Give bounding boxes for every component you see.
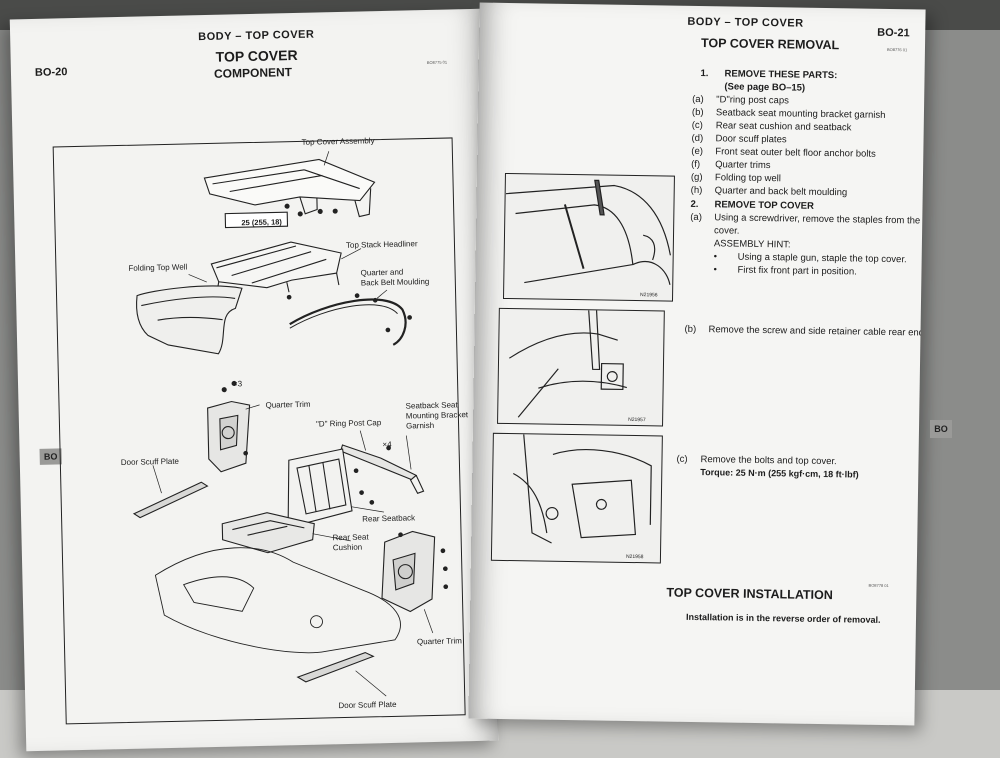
assembly-hint: ASSEMBLY HINT:: [713, 238, 791, 251]
step-2b: (b)Remove the screw and side retainer ca…: [684, 323, 926, 339]
screw-removal-illustration: [509, 310, 627, 418]
step-1c: (c)Rear seat cushion and seatback: [691, 119, 852, 134]
photo-bolt-removal: N21958: [490, 432, 663, 564]
step-2: 2.REMOVE TOP COVER: [690, 198, 814, 212]
quarter-moulding-drawing: [289, 293, 412, 346]
photo-code-3: N21958: [625, 553, 644, 561]
component-figure-frame: 25 (255, 18) Top Cover Assembly Folding …: [52, 136, 469, 725]
photo-code-1: N21956: [640, 292, 658, 299]
removal-title: TOP COVER REMOVAL: [700, 36, 840, 53]
step-2c: (c)Remove the bolts and top cover.: [676, 453, 837, 468]
torque-label: 25 (255, 18): [241, 217, 282, 228]
left-page-header: BODY – TOP COVER: [198, 28, 315, 44]
label-d-ring-post-cap: "D" Ring Post Cap: [315, 418, 382, 429]
top-cover-assembly-drawing: [203, 158, 376, 218]
staple-removal-illustration: [505, 179, 671, 285]
step-1h: (h)Quarter and back belt moulding: [690, 184, 848, 199]
door-scuff-plate-upper-drawing: [132, 481, 209, 519]
left-page-number: BO-20: [34, 66, 68, 79]
small-code: BO8778 01: [868, 582, 889, 589]
step-1a: (a)"D"ring post caps: [692, 93, 789, 107]
side-tab-left: BO: [39, 448, 62, 465]
photo-code-2: N21957: [628, 416, 646, 424]
car-body-sketch: [154, 547, 401, 654]
label-folding-top-well: Folding Top Well: [128, 262, 188, 273]
label-quarter-moulding: Quarter and Back Belt Moulding: [360, 267, 430, 288]
step-2a-cont: cover.: [714, 225, 740, 237]
label-x3: ×3: [232, 379, 243, 389]
right-page-number: BO-21: [877, 26, 910, 40]
label-quarter-trim-upper: Quarter Trim: [265, 399, 311, 410]
folding-top-well-drawing: [136, 285, 243, 355]
step-1d: (d)Door scuff plates: [691, 132, 787, 146]
step-1-ref: (See page BO–15): [724, 81, 806, 94]
bolt-removal-illustration: [513, 434, 652, 544]
hint-2: •First fix front part in position.: [713, 264, 857, 278]
label-top-stack-headliner: Top Stack Headliner: [345, 239, 418, 250]
component-exploded-diagram: [132, 151, 449, 697]
label-door-scuff-plate-lower: Door Scuff Plate: [338, 699, 397, 711]
right-page-header: BODY – TOP COVER: [687, 15, 804, 30]
installation-text: Installation is in the reverse order of …: [685, 611, 881, 625]
label-x4: ×4: [382, 439, 392, 450]
left-page: BODY – TOP COVER BO-20 TOP COVER COMPONE…: [9, 8, 499, 752]
photo-screw-removal: N21957: [497, 307, 665, 427]
page-title: TOP COVER: [215, 46, 298, 65]
installation-title: TOP COVER INSTALLATION: [666, 585, 833, 603]
quarter-trim-lower-drawing: [381, 530, 449, 613]
label-door-scuff-plate-upper: Door Scuff Plate: [120, 456, 180, 468]
door-scuff-plate-lower-drawing: [296, 651, 375, 683]
figure-code: BO8775 01: [426, 59, 448, 65]
label-top-cover-assembly: Top Cover Assembly: [301, 136, 375, 147]
quarter-trim-upper-drawing: [207, 380, 251, 473]
step-1b: (b)Seatback seat mounting bracket garnis…: [691, 106, 886, 121]
torque-spec: Torque: 25 N·m (255 kgf·cm, 18 ft·lbf): [700, 467, 859, 480]
side-tab-right-edge: BO: [930, 420, 952, 438]
step-1g: (g)Folding top well: [690, 171, 782, 185]
step-1e: (e)Front seat outer belt floor anchor bo…: [691, 145, 876, 160]
rear-seat-cushion-drawing: [221, 512, 315, 554]
step-1: 1.REMOVE THESE PARTS:: [700, 68, 838, 82]
hint-1: •Using a staple gun, staple the top cove…: [713, 251, 907, 266]
photo-staple-removal: N21956: [502, 172, 675, 302]
step-1f: (f)Quarter trims: [691, 158, 771, 172]
label-quarter-trim-lower: Quarter Trim: [416, 636, 462, 647]
label-rear-seatback: Rear Seatback: [362, 513, 416, 524]
right-page: BODY – TOP COVER BO-21 BO8776 01 TOP COV…: [468, 2, 926, 726]
right-page-code: BO8776 01: [886, 46, 908, 53]
page-subtitle: COMPONENT: [213, 65, 293, 81]
label-rear-seat-cushion: Rear Seat Cushion: [332, 532, 369, 553]
leader-lines: [152, 151, 434, 697]
label-seatback-garnish: Seatback Seat Mounting Bracket Garnish: [405, 400, 469, 431]
rear-seatback-drawing: [287, 448, 375, 525]
